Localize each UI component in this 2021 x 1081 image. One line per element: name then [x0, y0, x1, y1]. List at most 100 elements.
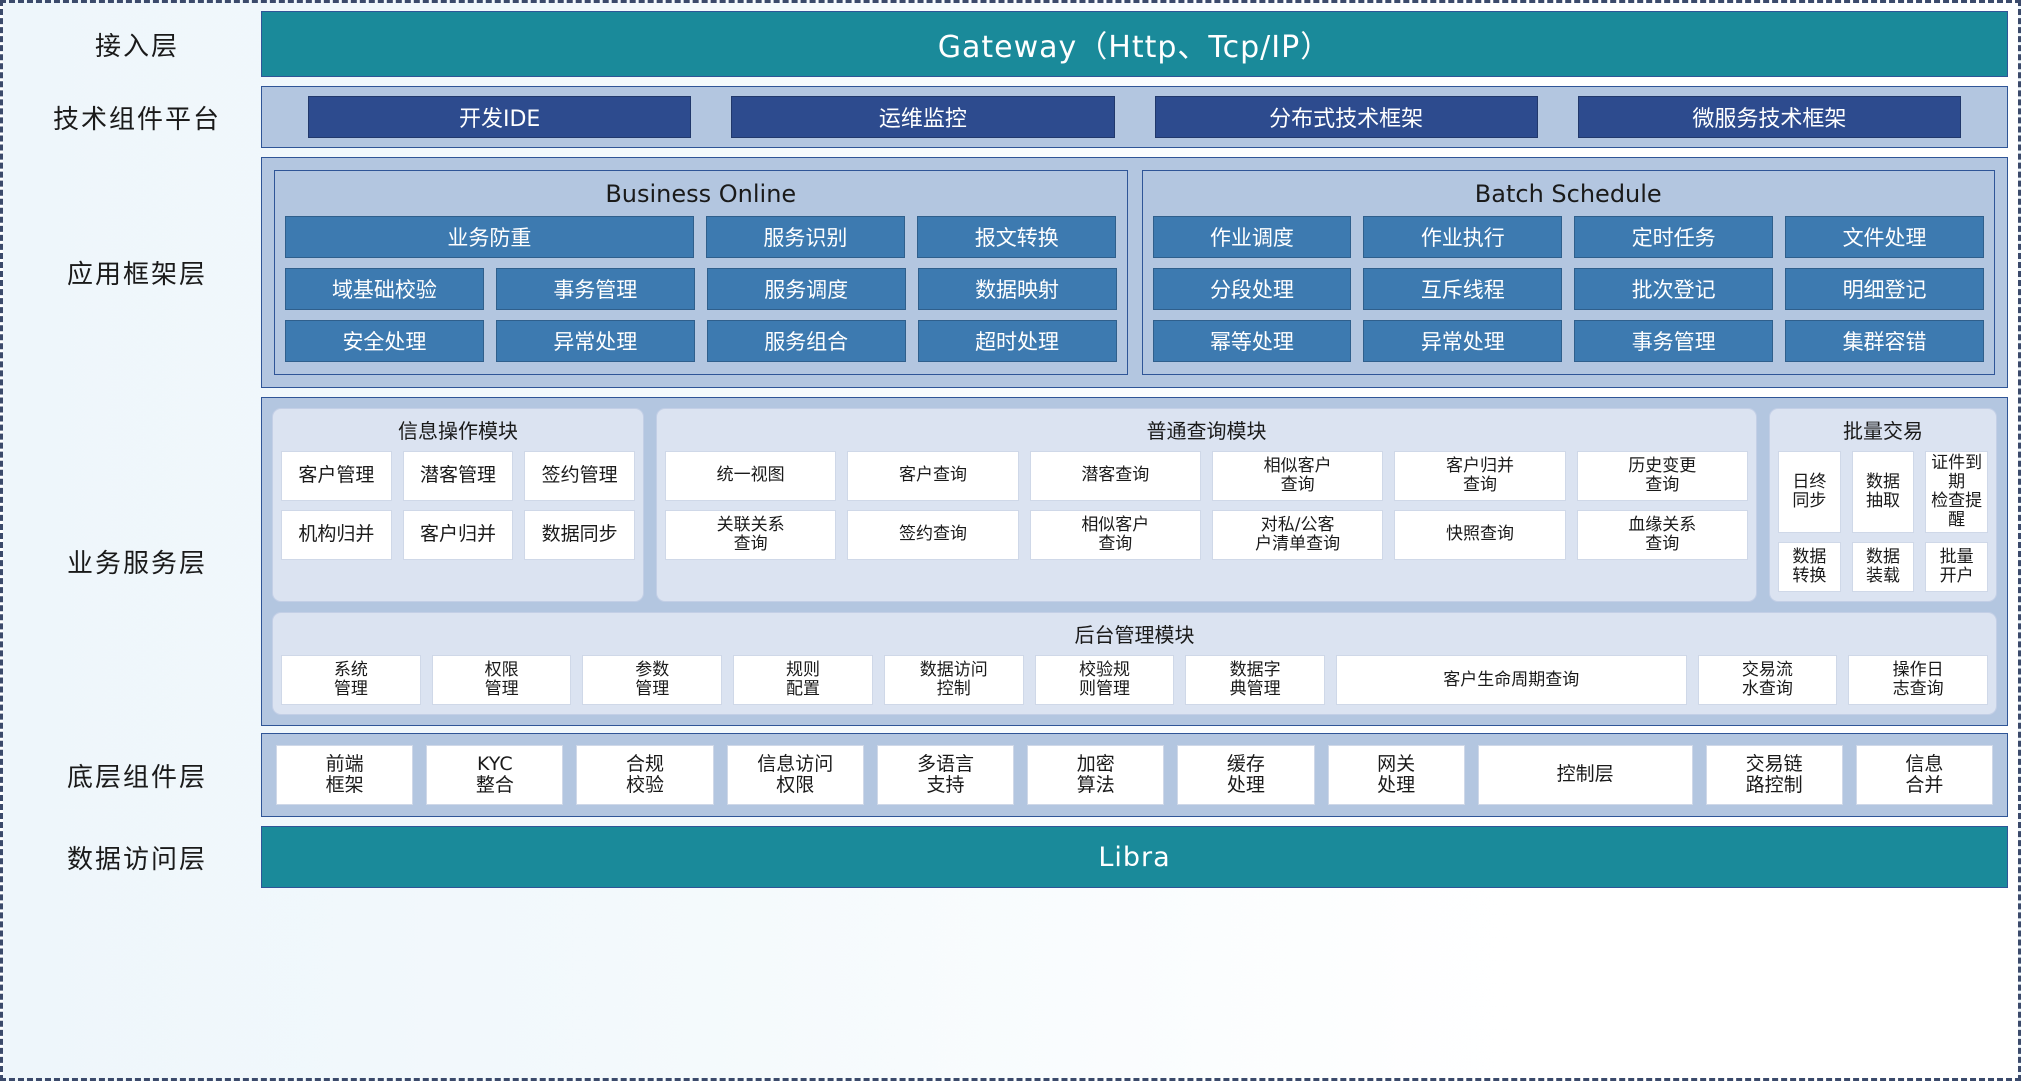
biz-chip-数据字典管理[interactable]: 数据字典管理 [1185, 655, 1326, 706]
business-top-modules: 信息操作模块客户管理潜客管理签约管理机构归并客户归并数据同步普通查询模块统一视图… [272, 408, 1997, 603]
app-chip-定时任务[interactable]: 定时任务 [1574, 216, 1774, 258]
app-chip-明细登记[interactable]: 明细登记 [1785, 268, 1984, 310]
component-chip-合规校验[interactable]: 合规校验 [576, 745, 714, 806]
biz-grid-row: 统一视图客户查询潜客查询相似客户查询客户归并查询历史变更查询 [665, 451, 1748, 501]
layer-body-data-access: Libra [261, 826, 2008, 889]
biz-chip-批量开户[interactable]: 批量开户 [1925, 542, 1989, 593]
biz-chip-对私公客户清单查询[interactable]: 对私/公客户清单查询 [1211, 510, 1384, 560]
component-chip-前端框架[interactable]: 前端框架 [276, 745, 414, 806]
app-chip-服务识别[interactable]: 服务识别 [705, 216, 906, 258]
component-chip-控制层[interactable]: 控制层 [1477, 745, 1693, 806]
app-chip-事务管理[interactable]: 事务管理 [495, 268, 695, 310]
biz-chip-历史变更查询[interactable]: 历史变更查询 [1576, 451, 1748, 501]
app-panel-title: Batch Schedule [1474, 180, 1662, 208]
biz-chip-日终同步[interactable]: 日终同步 [1778, 451, 1841, 534]
biz-panel-信息操作模块: 信息操作模块客户管理潜客管理签约管理机构归并客户归并数据同步 [272, 408, 644, 603]
app-chip-集群容错[interactable]: 集群容错 [1785, 320, 1984, 362]
biz-chip-客户归并查询[interactable]: 客户归并查询 [1394, 451, 1566, 501]
component-chip-多语言支持[interactable]: 多语言支持 [876, 745, 1015, 806]
app-chip-超时处理[interactable]: 超时处理 [917, 320, 1117, 362]
biz-chip-潜客管理[interactable]: 潜客管理 [402, 451, 514, 501]
layer-row-biz: 业务服务层 信息操作模块客户管理潜客管理签约管理机构归并客户归并数据同步普通查询… [13, 397, 2008, 727]
layer-row-data-access: 数据访问层 Libra [13, 826, 2008, 889]
app-chip-批次登记[interactable]: 批次登记 [1574, 268, 1774, 310]
app-chip-异常处理[interactable]: 异常处理 [1363, 320, 1563, 362]
layer-body-tech: 开发IDE 运维监控分布式技术框架微服务技术框架 [261, 86, 2008, 148]
app-chip-域基础校验[interactable]: 域基础校验 [285, 268, 484, 310]
biz-chip-客户查询[interactable]: 客户查询 [847, 451, 1019, 501]
biz-grid-row: 日终同步数据抽取证件到期检查提醒 [1778, 451, 1989, 534]
app-chip-服务组合[interactable]: 服务组合 [706, 320, 906, 362]
app-chip-服务调度[interactable]: 服务调度 [706, 268, 906, 310]
app-chip-分段处理[interactable]: 分段处理 [1152, 268, 1352, 310]
biz-chip-签约管理[interactable]: 签约管理 [524, 451, 636, 501]
spacer [13, 77, 2008, 86]
biz-chip-权限管理[interactable]: 权限管理 [431, 655, 572, 706]
component-chip-网关处理[interactable]: 网关处理 [1327, 745, 1465, 806]
biz-chip-关联关系查询[interactable]: 关联关系查询 [665, 510, 837, 560]
biz-grid-row: 机构归并客户归并数据同步 [281, 510, 636, 560]
biz-chip-校验规则管理[interactable]: 校验规则管理 [1034, 655, 1175, 706]
app-panel-grid: 作业调度作业执行定时任务文件处理分段处理互斥线程批次登记明细登记幂等处理异常处理… [1152, 216, 1984, 362]
component-chip-信息访问权限[interactable]: 信息访问权限 [726, 745, 864, 806]
component-chip-加密算法[interactable]: 加密算法 [1027, 745, 1165, 806]
biz-panel-grid: 日终同步数据抽取证件到期检查提醒数据转换数据装载批量开户 [1778, 451, 1989, 593]
biz-chip-统一视图[interactable]: 统一视图 [665, 451, 837, 501]
biz-panel-普通查询模块: 普通查询模块统一视图客户查询潜客查询相似客户查询客户归并查询历史变更查询关联关系… [656, 408, 1757, 603]
app-panel-grid: 业务防重服务识别报文转换域基础校验事务管理服务调度数据映射安全处理异常处理服务组… [285, 216, 1117, 362]
biz-chip-客户生命周期查询[interactable]: 客户生命周期查询 [1336, 655, 1687, 706]
component-chip-信息合并[interactable]: 信息合并 [1855, 745, 1993, 806]
app-chip-数据映射[interactable]: 数据映射 [917, 268, 1117, 310]
tech-chip-运维监控[interactable]: 运维监控 [731, 96, 1115, 138]
spacer [13, 817, 2008, 826]
biz-chip-参数管理[interactable]: 参数管理 [582, 655, 723, 706]
biz-chip-数据抽取[interactable]: 数据抽取 [1851, 451, 1915, 534]
biz-chip-签约查询[interactable]: 签约查询 [847, 510, 1019, 560]
biz-chip-机构归并[interactable]: 机构归并 [281, 510, 392, 560]
biz-chip-数据转换[interactable]: 数据转换 [1778, 542, 1841, 593]
biz-chip-快照查询[interactable]: 快照查询 [1394, 510, 1566, 560]
app-panel-title: Business Online [605, 180, 797, 208]
component-chip-缓存处理[interactable]: 缓存处理 [1177, 745, 1315, 806]
biz-chip-证件到期检查提醒[interactable]: 证件到期检查提醒 [1925, 451, 1989, 534]
layer-body-access: Gateway（Http、Tcp/IP） [261, 11, 2008, 77]
biz-chip-数据同步[interactable]: 数据同步 [524, 510, 636, 560]
app-chip-作业执行[interactable]: 作业执行 [1363, 216, 1563, 258]
libra-bar[interactable]: Libra [261, 826, 2008, 889]
tech-chip-分布式技术框架[interactable]: 分布式技术框架 [1154, 96, 1538, 138]
app-grid-row: 作业调度作业执行定时任务文件处理 [1152, 216, 1984, 258]
app-chip-安全处理[interactable]: 安全处理 [285, 320, 484, 362]
biz-chip-操作日志查询[interactable]: 操作日志查询 [1848, 655, 1988, 706]
app-chip-业务防重[interactable]: 业务防重 [285, 216, 694, 258]
biz-chip-血缘关系查询[interactable]: 血缘关系查询 [1576, 510, 1748, 560]
biz-chip-相似客户查询[interactable]: 相似客户查询 [1211, 451, 1384, 501]
gateway-bar[interactable]: Gateway（Http、Tcp/IP） [261, 11, 2008, 77]
biz-chip-数据装载[interactable]: 数据装载 [1851, 542, 1915, 593]
component-chip-交易链路控制[interactable]: 交易链路控制 [1705, 745, 1843, 806]
biz-chip-交易流水查询[interactable]: 交易流水查询 [1697, 655, 1838, 706]
app-chip-幂等处理[interactable]: 幂等处理 [1152, 320, 1352, 362]
app-chip-文件处理[interactable]: 文件处理 [1785, 216, 1984, 258]
biz-chip-客户管理[interactable]: 客户管理 [281, 451, 392, 501]
biz-chip-系统管理[interactable]: 系统管理 [281, 655, 421, 706]
biz-chip-数据访问控制[interactable]: 数据访问控制 [883, 655, 1024, 706]
biz-chip-潜客查询[interactable]: 潜客查询 [1029, 451, 1201, 501]
tech-chip-微服务技术框架[interactable]: 微服务技术框架 [1577, 96, 1961, 138]
app-chip-互斥线程[interactable]: 互斥线程 [1363, 268, 1563, 310]
app-chip-事务管理[interactable]: 事务管理 [1574, 320, 1774, 362]
tech-chip-开发IDE[interactable]: 开发IDE [308, 96, 692, 138]
biz-chip-相似客户查询[interactable]: 相似客户查询 [1029, 510, 1201, 560]
app-chip-报文转换[interactable]: 报文转换 [917, 216, 1117, 258]
biz-chip-客户归并[interactable]: 客户归并 [402, 510, 514, 560]
tech-platform-band: 开发IDE 运维监控分布式技术框架微服务技术框架 [261, 86, 2008, 148]
app-chip-异常处理[interactable]: 异常处理 [495, 320, 695, 362]
biz-grid-row: 系统管理权限管理参数管理规则配置数据访问控制校验规则管理数据字典管理客户生命周期… [281, 655, 1988, 706]
biz-chip-规则配置[interactable]: 规则配置 [733, 655, 873, 706]
app-chip-作业调度[interactable]: 作业调度 [1152, 216, 1352, 258]
layer-label-data-access: 数据访问层 [66, 844, 207, 875]
